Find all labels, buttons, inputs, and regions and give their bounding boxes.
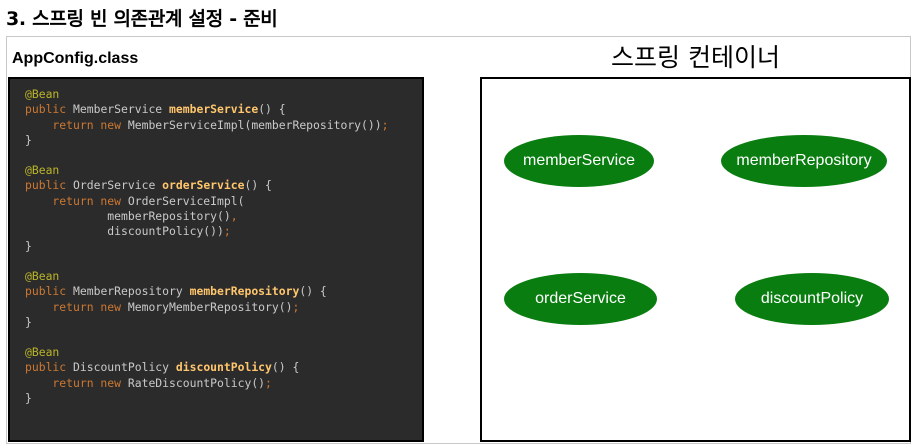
- code-token: () {: [271, 360, 300, 375]
- page-title: 3. 스프링 빈 의존관계 설정 - 준비: [6, 8, 278, 30]
- code-token: ;: [292, 299, 300, 314]
- code-token: }: [25, 239, 32, 254]
- code-token: discountPolicy: [175, 360, 272, 375]
- code-token: MemoryMemberRepository(): [127, 299, 293, 314]
- discount-policy-bean-code: @Bean public DiscountPolicy discountPoli…: [25, 345, 299, 406]
- code-token: @Bean: [25, 269, 60, 283]
- code-token: MemberRepository: [73, 284, 190, 299]
- code-token: MemberService: [73, 102, 170, 117]
- code-token: memberRepository: [189, 284, 300, 299]
- code-token: public: [25, 284, 74, 299]
- code-token: () {: [299, 284, 327, 299]
- discount-policy-bean: discountPolicy: [735, 273, 889, 325]
- code-token: }: [25, 132, 32, 147]
- code-token: @Bean: [25, 163, 60, 177]
- code-token: DiscountPolicy: [73, 360, 176, 375]
- code-token: memberService: [169, 102, 259, 117]
- code-token: OrderServiceImpl(: [127, 193, 245, 208]
- code-token: ,: [230, 208, 238, 223]
- code-token: ;: [265, 375, 272, 390]
- appconfig-class-label: AppConfig.class: [12, 50, 139, 67]
- order-service-bean-code: @Bean public OrderService orderService()…: [25, 163, 272, 255]
- member-service-bean: memberService: [504, 135, 654, 187]
- code-token: @Bean: [25, 87, 60, 101]
- code-token: public: [25, 360, 74, 375]
- order-service-bean: orderService: [504, 273, 657, 325]
- code-token: ;: [381, 117, 389, 132]
- code-token: () {: [258, 102, 286, 117]
- spring-container: memberService memberRepository orderServ…: [480, 77, 911, 442]
- appconfig-code-panel: @Bean public MemberService memberService…: [8, 77, 424, 442]
- code-token: @Bean: [25, 345, 60, 359]
- code-token: return new: [25, 117, 128, 132]
- code-token: }: [25, 390, 32, 405]
- code-token: RateDiscountPolicy(): [127, 375, 266, 390]
- code-token: public: [25, 102, 74, 117]
- spring-container-title: 스프링 컨테이너: [611, 43, 780, 72]
- member-service-bean-code: @Bean public MemberService memberService…: [25, 87, 388, 148]
- code-token: ;: [223, 224, 231, 239]
- code-token: OrderService: [73, 178, 163, 193]
- code-token: public: [25, 178, 74, 193]
- code-token: return new: [25, 299, 128, 314]
- member-repository-bean: memberRepository: [721, 135, 887, 187]
- code-token: () {: [244, 178, 272, 193]
- code-token: orderService: [162, 178, 245, 193]
- code-token: return new: [25, 193, 128, 208]
- code-token: }: [25, 314, 32, 329]
- code-token: discountPolicy()): [25, 224, 224, 239]
- code-token: return new: [25, 375, 128, 390]
- code-token: memberRepository(): [25, 208, 231, 223]
- member-repository-bean-code: @Bean public MemberRepository memberRepo…: [25, 269, 327, 330]
- code-token: MemberServiceImpl(memberRepository()): [127, 117, 382, 132]
